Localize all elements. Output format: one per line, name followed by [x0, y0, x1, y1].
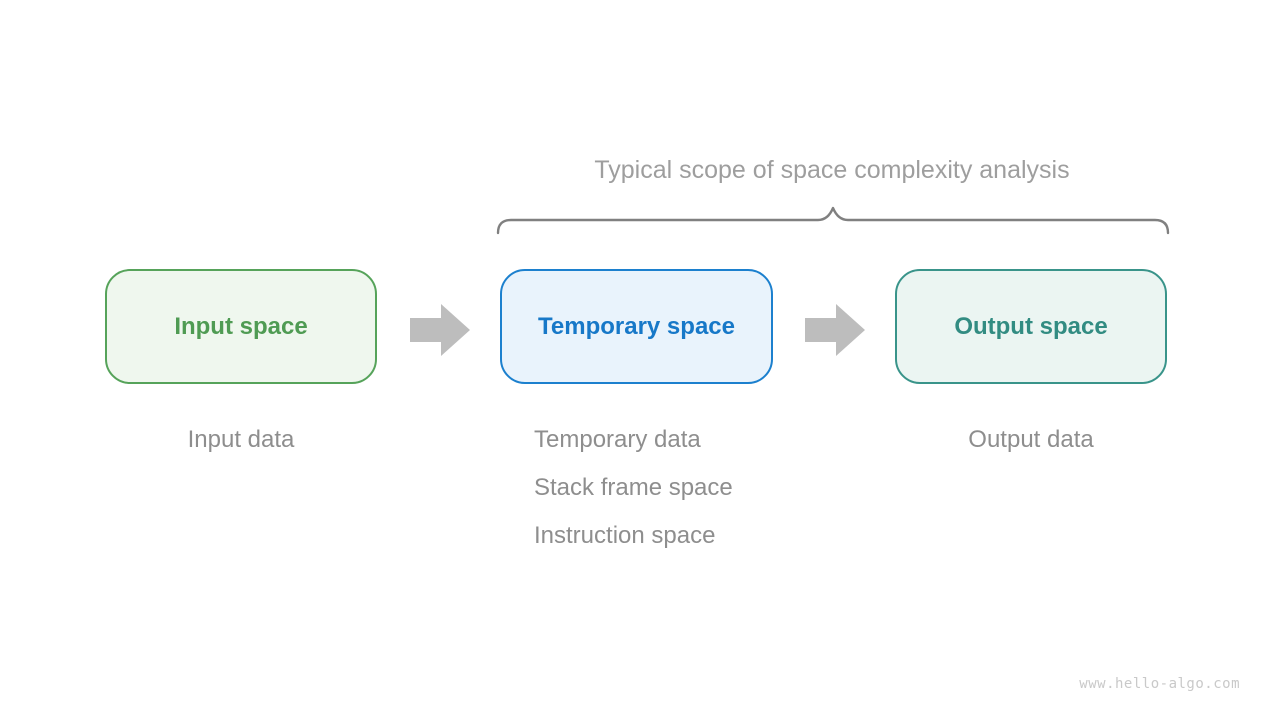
- input-space-label: Input space: [174, 312, 308, 340]
- temporary-space-box: Temporary space: [500, 269, 773, 384]
- scope-annotation-title: Typical scope of space complexity analys…: [594, 156, 1070, 184]
- output-space-label: Output space: [954, 312, 1108, 340]
- watermark-url: www.hello-algo.com: [1079, 676, 1240, 692]
- temporary-data-caption: Temporary data: [534, 426, 701, 453]
- right-arrow-icon: [410, 304, 470, 356]
- input-data-caption: Input data: [187, 426, 295, 453]
- output-data-caption: Output data: [968, 426, 1094, 453]
- right-arrow-icon: [805, 304, 865, 356]
- temporary-space-label: Temporary space: [538, 312, 735, 340]
- instruction-space-caption: Instruction space: [534, 522, 716, 549]
- stack-frame-space-caption: Stack frame space: [534, 474, 733, 501]
- output-space-box: Output space: [895, 269, 1167, 384]
- input-space-box: Input space: [105, 269, 377, 384]
- curly-brace: [496, 206, 1170, 235]
